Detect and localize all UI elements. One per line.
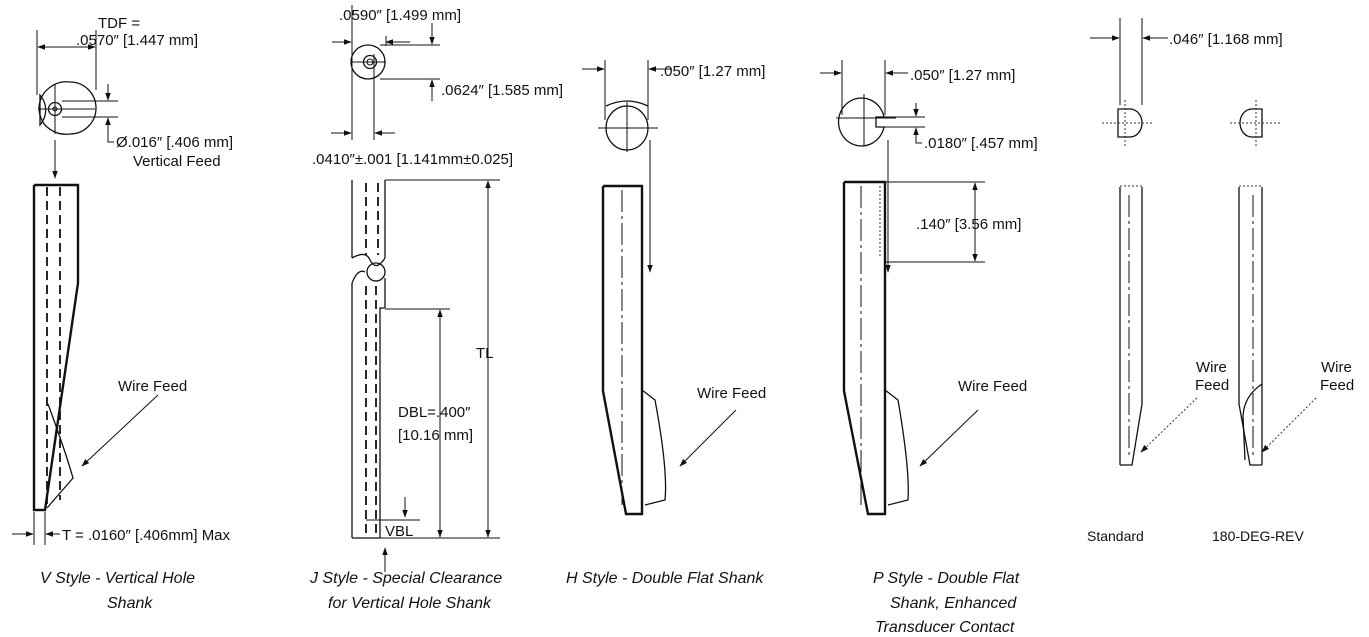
v-tdf-label-2: .0570″ [1.447 mm] <box>76 32 198 49</box>
v-tdf-label-1: TDF = <box>98 15 140 32</box>
p-style-figure: .050″ [1.27 mm] .0180″ [.457 mm] .140″ [… <box>820 60 1038 636</box>
standard-label: Standard <box>1087 528 1144 544</box>
j-width-bottom-label: .0410″±.001 [1.141mm±0.025] <box>312 151 513 168</box>
rev-wire-label: Wire <box>1321 359 1352 376</box>
v-style-caption-line2: Shank <box>107 595 153 612</box>
rev-label: 180-DEG-REV <box>1212 528 1304 544</box>
v-style-side-view <box>32 183 80 512</box>
v-style-figure: TDF = .0570″ [1.447 mm] Ø.016″ [.406 mm]… <box>12 15 233 612</box>
standard-side-view <box>1119 185 1143 466</box>
v-hole-dia-label: Ø.016″ [.406 mm] <box>116 134 233 151</box>
p-style-side-view <box>842 180 909 516</box>
p-style-caption-line1: P Style - Double Flat <box>873 570 1020 587</box>
v-vertical-feed-label: Vertical Feed <box>133 153 221 170</box>
j-width-top-label: .0590″ [1.499 mm] <box>339 7 461 24</box>
j-dbl-mm-label: [10.16 mm] <box>398 427 473 444</box>
p-length-label: .140″ [3.56 mm] <box>916 216 1021 233</box>
j-style-side-view <box>351 180 386 539</box>
h-style-top-view <box>598 100 658 152</box>
standard-top-view <box>1102 100 1152 148</box>
p-wire-feed-label: Wire Feed <box>958 378 1027 395</box>
v-style-caption-line1: V Style - Vertical Hole <box>40 570 195 587</box>
v-thickness-label: T = .0160″ [.406mm] Max <box>62 527 231 544</box>
h-style-caption: H Style - Double Flat Shank <box>566 570 764 587</box>
p-style-caption-line3: Transducer Contact <box>875 619 1015 636</box>
j-style-caption-line1: J Style - Special Clearance <box>309 570 502 587</box>
h-wire-feed-label: Wire Feed <box>697 385 766 402</box>
j-style-caption-line2: for Vertical Hole Shank <box>328 595 492 612</box>
standard-figure: .046″ [1.168 mm] Wire Feed Standard <box>1087 18 1283 544</box>
h-width-label: .050″ [1.27 mm] <box>660 63 765 80</box>
v-style-top-view <box>38 81 97 135</box>
standard-wire-label: Wire <box>1196 359 1227 376</box>
j-style-figure: .0590″ [1.499 mm] .0624″ [1.585 mm] .041… <box>309 5 563 612</box>
p-style-caption-line2: Shank, Enhanced <box>890 595 1017 612</box>
p-style-top-view <box>836 94 896 147</box>
rev-feed-label: Feed <box>1320 377 1354 394</box>
standard-width-label: .046″ [1.168 mm] <box>1169 31 1283 48</box>
h-style-side-view <box>601 184 667 516</box>
rev-top-view <box>1230 100 1280 148</box>
v-wire-feed-label: Wire Feed <box>118 378 187 395</box>
rev-side-view <box>1238 185 1263 466</box>
j-style-top-view <box>350 44 386 80</box>
rev-figure: Wire Feed 180-DEG-REV <box>1212 100 1354 544</box>
standard-feed-label: Feed <box>1195 377 1229 394</box>
p-width-label: .050″ [1.27 mm] <box>910 67 1015 84</box>
j-dbl-label: DBL=.400″ <box>398 404 471 421</box>
p-slot-label: .0180″ [.457 mm] <box>924 135 1038 152</box>
j-vbl-label: VBL <box>385 523 413 540</box>
h-style-figure: .050″ [1.27 mm] Wire Feed H Style - Doub… <box>566 60 766 587</box>
j-height-label: .0624″ [1.585 mm] <box>441 82 563 99</box>
j-tl-label: TL <box>476 345 494 362</box>
